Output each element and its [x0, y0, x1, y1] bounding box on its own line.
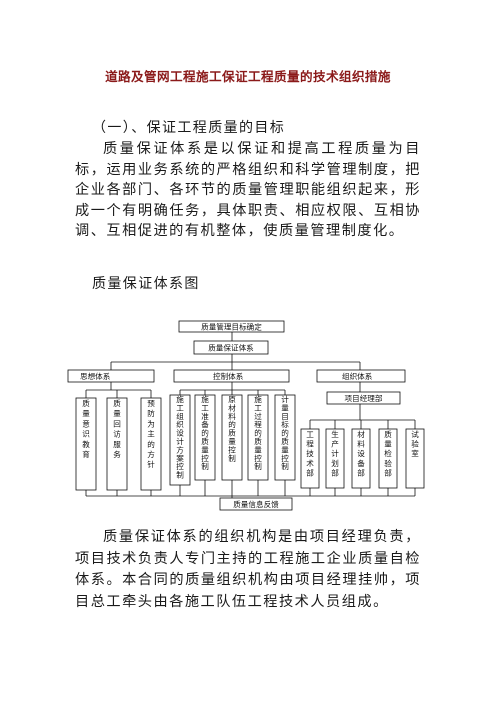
paragraph-organization: 质量保证体系的组织机构是由项目经理负责，项目技术负责人专门主持的工程施工企业质量… [75, 529, 421, 610]
org-item-box [405, 428, 425, 489]
vertical-item-label: 施工过程的质量控制 [254, 394, 262, 471]
goal-label: 质量管理目标确定 [201, 322, 262, 332]
organization-system-box [316, 369, 406, 383]
control-system-label: 控制体系 [213, 371, 244, 381]
vertical-item-label: 施工准备的质量控制 [201, 394, 209, 471]
thought-system-box [67, 369, 155, 383]
paragraph-quality-goal: 质量保证体系是以保证和提高工程质量为目标，运用业务系统的严格组织和科学管理制度，… [75, 141, 421, 239]
feedback-box [219, 497, 293, 511]
control-system-box [173, 369, 290, 383]
vertical-item-label: 质量意识教育 [82, 398, 90, 459]
vertical-item-label: 工程技术部 [306, 430, 314, 477]
control-item-box [221, 394, 243, 481]
project-manager-dept-box [326, 391, 401, 405]
vertical-item-label: 原材料的质量控制 [228, 395, 236, 463]
document-title: 道路及管网工程施工保证工程质量的技术组织措施 [105, 69, 391, 84]
quality-system-label: 质量保证体系 [208, 343, 254, 353]
vertical-item-label: 试验室 [411, 429, 419, 458]
org-item-box [300, 428, 320, 489]
section-heading: （一）、保证工程质量的目标 [92, 120, 286, 136]
vertical-item-label: 质量检验部 [384, 429, 392, 477]
org-item-box [351, 428, 371, 489]
thought-item-box [140, 397, 162, 491]
org-item-box [325, 428, 345, 489]
vertical-item-label: 预防为主的方针 [147, 398, 155, 469]
vertical-labels: 质量意识教育 质量回访服务 预防为主的方针 施工组织设计方案控制 施工准备的质量控制 原材… [82, 394, 419, 480]
control-item-box [247, 394, 269, 481]
feedback-label: 质量信息反馈 [233, 499, 279, 509]
vertical-item-label: 材料设备部 [357, 429, 365, 477]
thought-system-label: 思想体系 [80, 371, 111, 381]
diagram-caption: 质量保证体系图 [92, 276, 200, 292]
vertical-item-label: 质量回访服务 [113, 398, 121, 459]
thought-item-box [75, 397, 97, 491]
project-manager-dept-label: 项目经理部 [345, 393, 383, 403]
vertical-item-label: 施工组织设计方案控制 [176, 394, 184, 480]
organization-system-label: 组织体系 [342, 371, 373, 381]
control-item-box [194, 394, 216, 481]
org-item-box [378, 428, 398, 489]
goal-box [178, 320, 285, 333]
diagram-connectors [85, 332, 416, 498]
vertical-item-label: 计量目标的质量控制 [281, 394, 289, 471]
quality-system-box [193, 340, 269, 355]
vertical-item-label: 生产计划部 [331, 429, 339, 477]
control-item-box [274, 394, 296, 481]
thought-item-box [106, 397, 128, 491]
control-item-box [169, 394, 191, 486]
